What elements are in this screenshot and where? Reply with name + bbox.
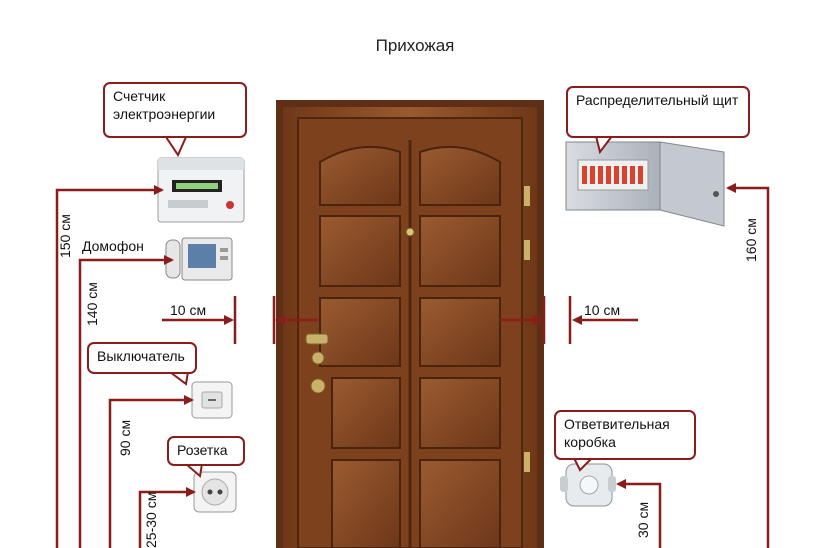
lock-icon	[311, 351, 325, 365]
callout-junction: Ответвительная коробка	[554, 410, 696, 460]
power-socket-icon	[193, 471, 237, 513]
door-panel	[419, 377, 501, 449]
callout-pointer-junction	[573, 457, 593, 472]
label-switch: Выключатель	[97, 348, 185, 364]
callout-pointer-panel	[595, 135, 613, 155]
electricity-meter-icon	[157, 157, 245, 223]
entrance-door	[276, 100, 544, 548]
intercom-icon	[165, 237, 233, 281]
light-switch-icon	[191, 381, 233, 419]
dimension-label-junction: 30 см	[635, 501, 651, 538]
door-panel	[331, 459, 401, 548]
dimension-lines	[55, 183, 770, 548]
label-meter: Счетчик электроэнергии	[113, 88, 216, 122]
hinge-icon	[524, 240, 530, 260]
label-panel: Распределительный щит	[576, 92, 739, 108]
door-panel	[419, 459, 501, 548]
door-panel	[419, 215, 501, 287]
dimension-line-panel	[726, 183, 770, 548]
label-junction: Ответвительная коробка	[564, 416, 670, 450]
dimension-line-switch	[108, 395, 194, 548]
lock-icon	[310, 378, 326, 394]
peephole-icon	[405, 227, 415, 237]
door-arch-right	[419, 145, 501, 206]
dimension-line-socket	[138, 487, 196, 548]
hinge-icon	[524, 452, 530, 472]
callout-pointer-switch	[169, 371, 189, 386]
label-intercom: Домофон	[82, 238, 144, 254]
junction-box-icon	[560, 463, 616, 507]
dimension-label-switch: 90 см	[117, 419, 133, 456]
dimension-line-junction	[616, 479, 662, 548]
door-panel	[319, 297, 401, 367]
label-socket: Розетка	[177, 442, 228, 458]
dimension-label-left-offset: 10 см	[170, 302, 207, 318]
door-panel	[419, 297, 501, 367]
dimension-line-meter	[55, 185, 164, 548]
callout-socket: Розетка	[167, 436, 245, 466]
dimension-label-right-offset: 10 см	[584, 302, 621, 318]
callout-pointer-meter	[165, 136, 187, 158]
hinge-icon	[524, 186, 530, 206]
door-panel	[319, 215, 401, 287]
dimension-label-meter: 150 см	[57, 214, 73, 258]
callout-switch: Выключатель	[87, 342, 197, 374]
callout-meter: Счетчик электроэнергии	[103, 82, 247, 138]
callout-panel: Распределительный щит	[566, 86, 750, 138]
dimension-label-panel: 160 см	[743, 218, 759, 262]
dimension-label-socket: 25-30 см	[143, 491, 159, 548]
door-panel	[331, 377, 401, 449]
dimension-line-intercom	[78, 255, 174, 548]
page-title: Прихожая	[375, 36, 455, 55]
door-arch-left	[319, 145, 401, 206]
callout-pointers	[165, 135, 613, 478]
distribution-panel-icon	[565, 141, 725, 227]
dimension-label-intercom: 140 см	[84, 282, 100, 326]
door-handle-icon	[305, 333, 329, 345]
callout-pointer-socket	[185, 463, 203, 478]
